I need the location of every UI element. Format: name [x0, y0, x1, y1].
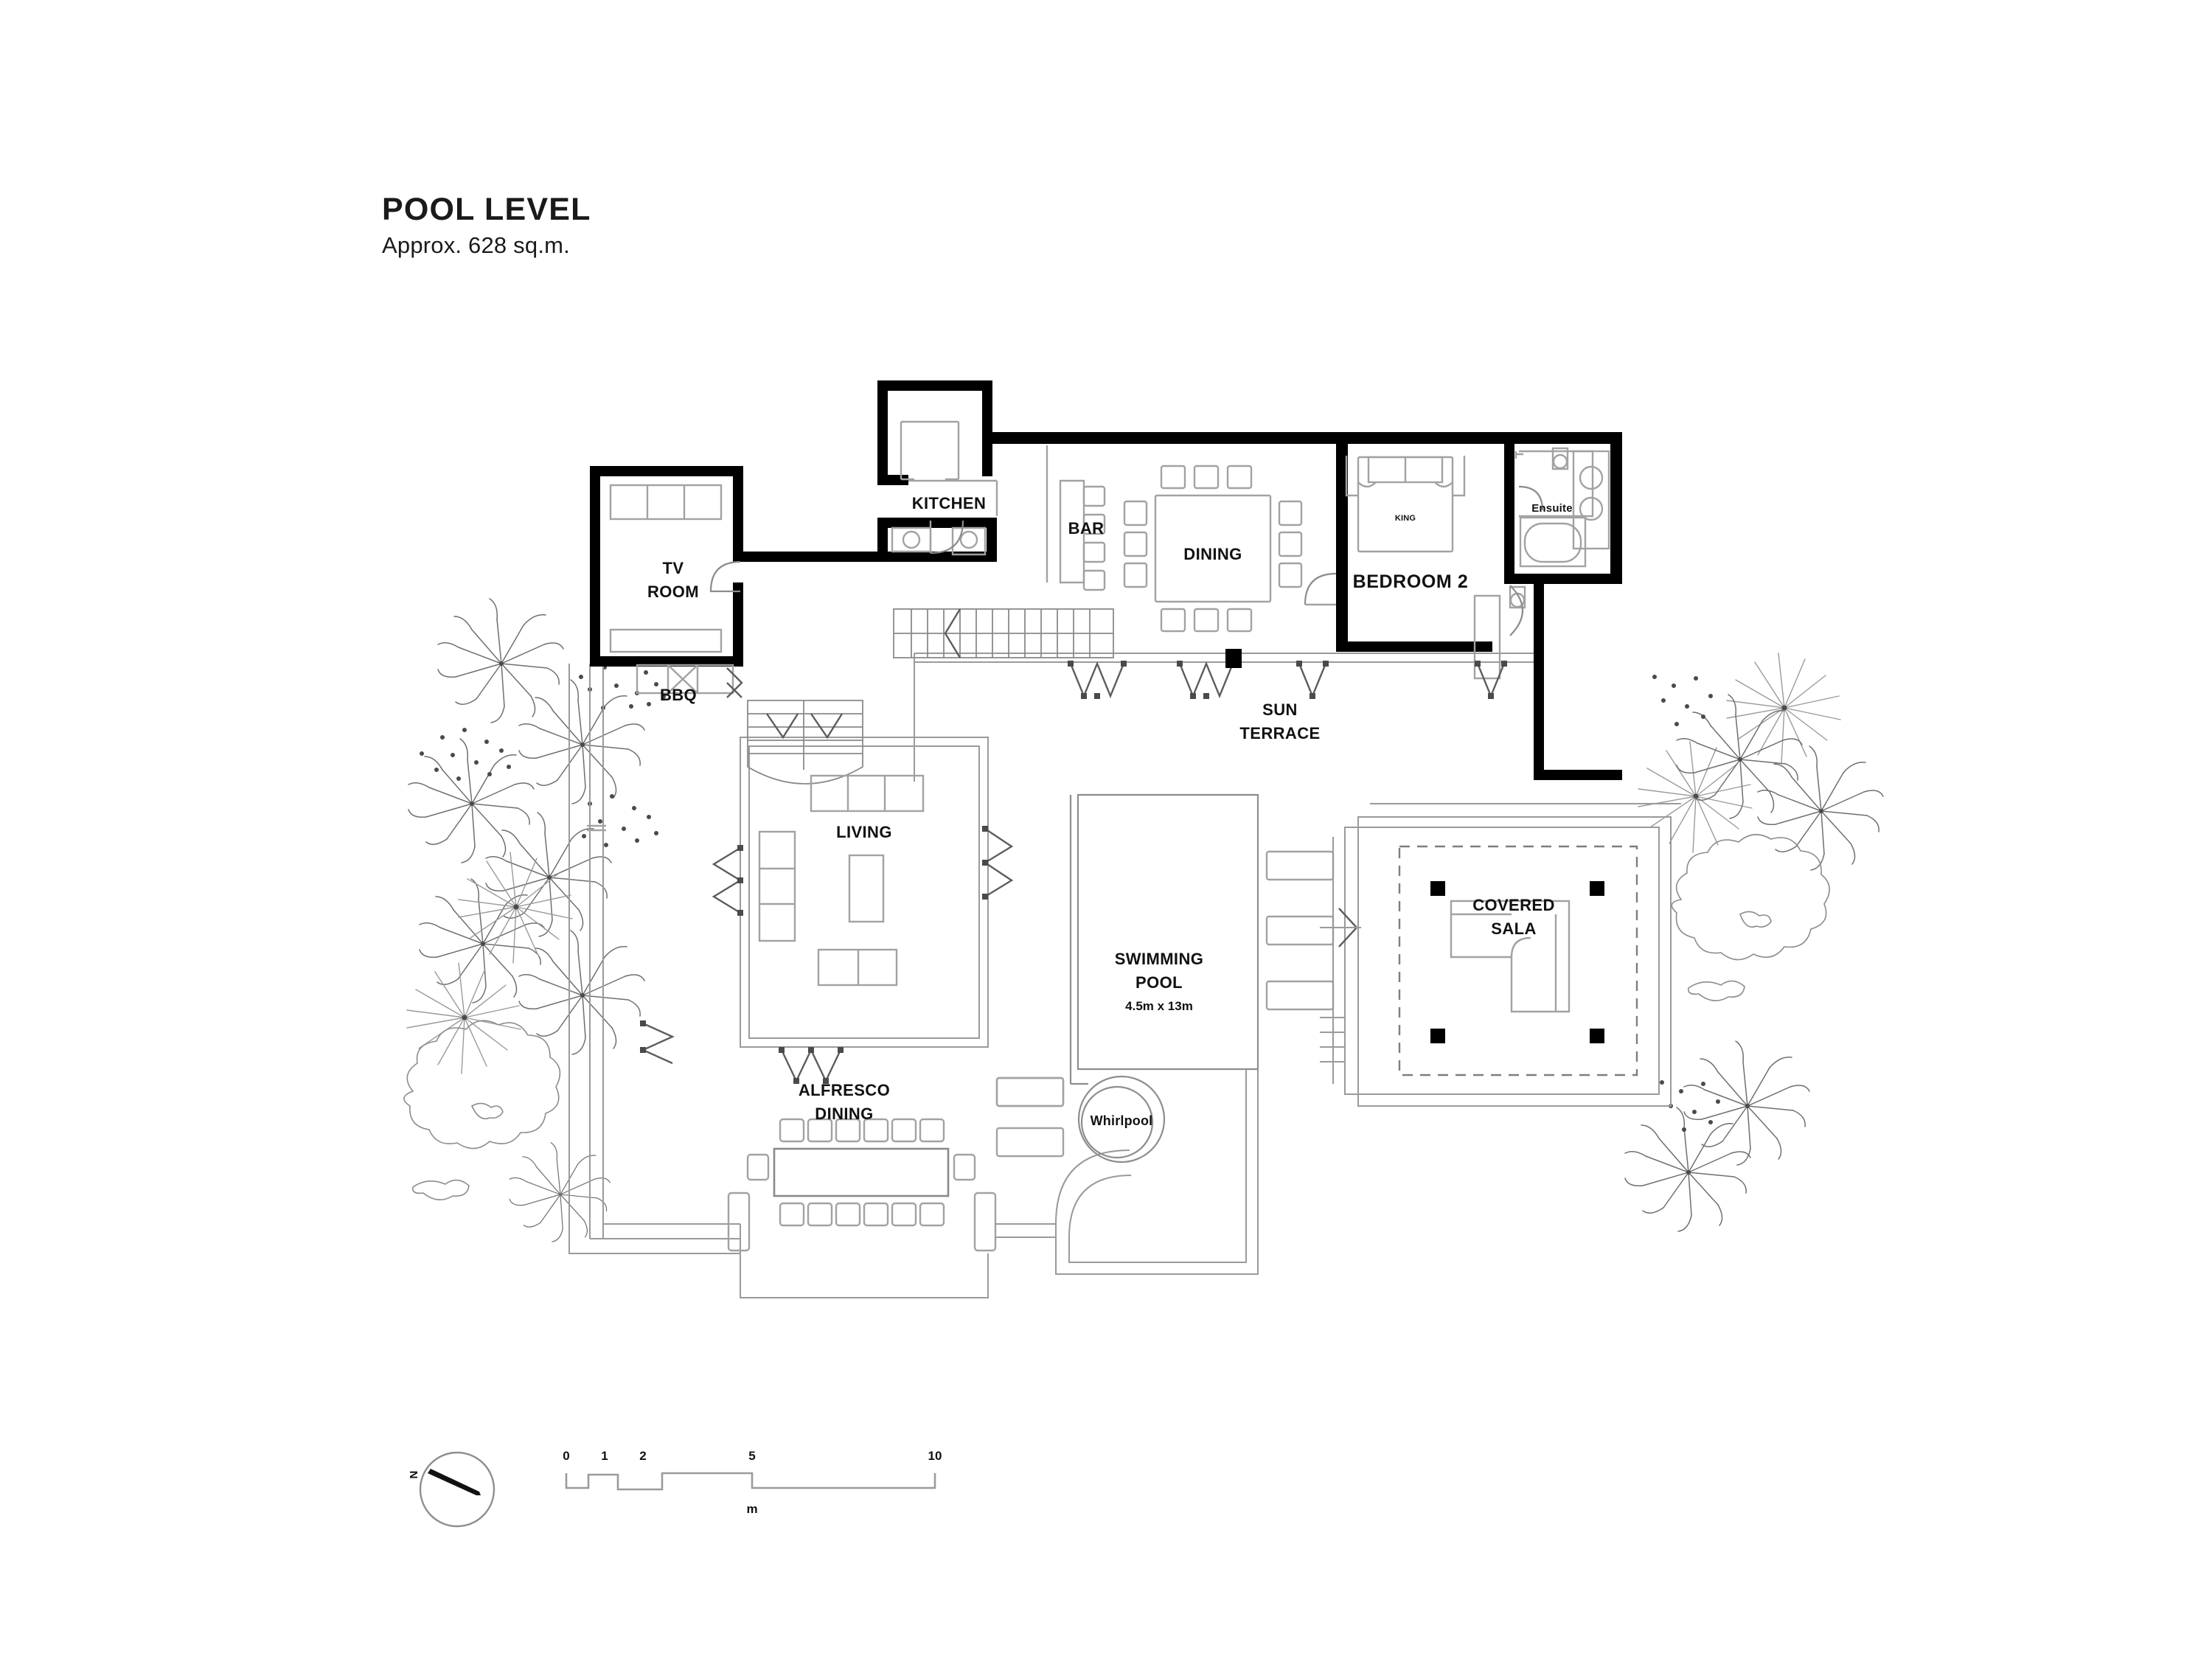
room-label-alfresco-2: DINING: [815, 1105, 873, 1123]
scale-tick-2: 2: [639, 1449, 646, 1463]
page-title: POOL LEVEL: [382, 192, 591, 227]
deck-outlines: [568, 664, 1259, 1298]
sala-post: [1430, 1029, 1445, 1043]
room-label-swimming-pool-2: POOL: [1135, 973, 1183, 992]
title-block: POOL LEVEL Approx. 628 sq.m.: [382, 192, 591, 259]
room-label-whirlpool: Whirlpool: [1091, 1113, 1153, 1128]
scale-unit-label: m: [746, 1502, 757, 1516]
room-label-swimming-pool: SWIMMING: [1115, 950, 1204, 968]
compass-north-label: N: [408, 1470, 420, 1478]
scale-bar: 0 1 2 5 10 m: [563, 1449, 942, 1516]
room-label-kitchen: KITCHEN: [912, 494, 987, 512]
vegetation-left: [403, 598, 666, 1242]
building-walls: [590, 380, 1622, 780]
room-label-bar: BAR: [1068, 519, 1105, 538]
bed-size-label: KING: [1395, 514, 1416, 523]
vegetation-right: [1624, 653, 1884, 1232]
room-label-dining: DINING: [1183, 545, 1242, 563]
room-label-sun-terrace: SUN: [1262, 700, 1298, 719]
pool-dimension-label: 4.5m x 13m: [1125, 999, 1193, 1013]
room-label-tv-room: TV: [663, 559, 684, 577]
room-label-living: LIVING: [836, 823, 892, 841]
alfresco-dining-furniture: [746, 1077, 1065, 1227]
room-label-tv-room-2: ROOM: [647, 582, 699, 601]
sala-post: [1430, 881, 1445, 896]
scale-tick-0: 0: [563, 1449, 569, 1463]
room-label-alfresco: ALFRESCO: [799, 1081, 890, 1099]
sala-terrace: [1320, 803, 1681, 1107]
compass-rose: N: [408, 1451, 495, 1528]
room-label-bedroom-2: BEDROOM 2: [1353, 571, 1469, 592]
room-labels: TV ROOM KITCHEN BAR DINING BEDROOM 2 Ens…: [647, 494, 1573, 1128]
swimming-pool-shape: [1069, 793, 1259, 1085]
sala-post: [1590, 881, 1604, 896]
interior-thin-lines: [587, 420, 1610, 1084]
room-label-sun-terrace-2: TERRACE: [1239, 724, 1320, 742]
scale-tick-5: 5: [748, 1449, 755, 1463]
room-label-ensuite: Ensuite: [1531, 502, 1573, 515]
room-label-bbq: BBQ: [660, 686, 697, 704]
whirlpool-shape: [1077, 1075, 1166, 1164]
sala-post: [1590, 1029, 1604, 1043]
scale-tick-1: 1: [601, 1449, 608, 1463]
scale-tick-10: 10: [928, 1449, 942, 1463]
room-label-covered-sala-2: SALA: [1491, 919, 1537, 938]
page-subtitle: Approx. 628 sq.m.: [382, 232, 570, 259]
room-label-covered-sala: COVERED: [1472, 896, 1555, 914]
